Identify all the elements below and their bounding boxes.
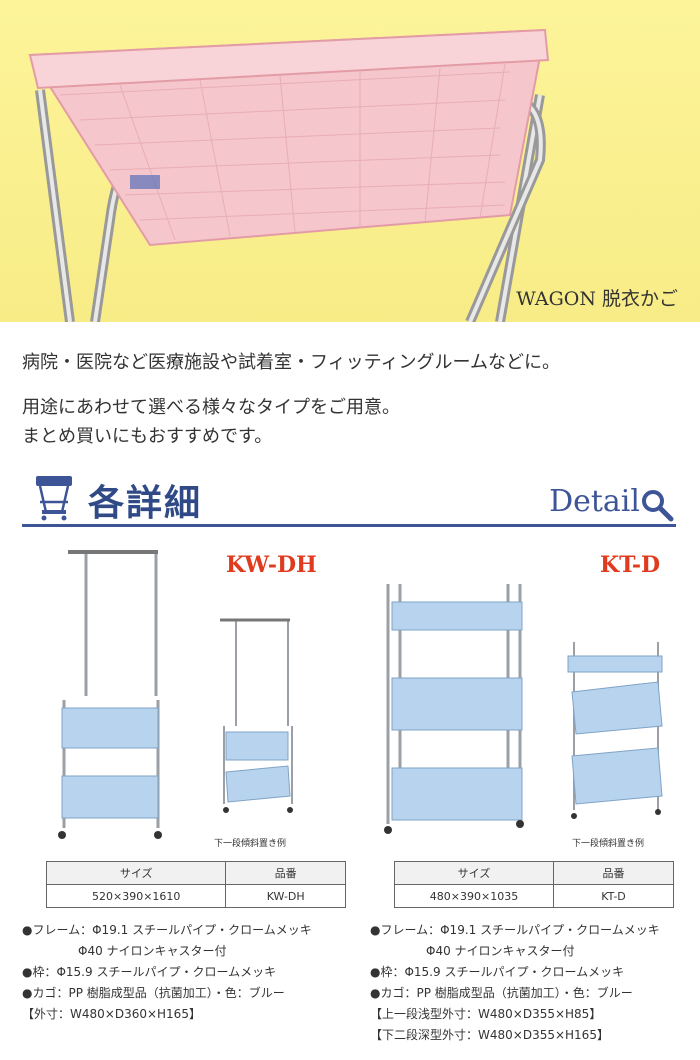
feature-list: ●フレーム：Φ19.1 スチールパイプ・クロームメッキ Φ40 ナイロンキャスタ… xyxy=(22,920,312,1025)
feature-item: 【下二段深型外寸：W480×D355×H165】 xyxy=(370,1028,609,1042)
table-header-size: サイズ xyxy=(45,861,227,885)
intro-text: 病院・医院など医療施設や試着室・フィッティングルームなどに。 用途にあわせて選べ… xyxy=(22,348,560,463)
photo-note: 下一段傾斜置き例 xyxy=(214,839,287,849)
section-divider xyxy=(22,524,676,527)
section-title: 各詳細 xyxy=(88,483,203,524)
feature-item: ●カゴ：PP 樹脂成型品（抗菌加工）・色：ブルー xyxy=(370,986,633,1000)
feature-list: ●フレーム：Φ19.1 スチールパイプ・クロームメッキ Φ40 ナイロンキャスタ… xyxy=(370,920,660,1046)
kt-d-product-photo xyxy=(384,584,663,834)
kw-dh-product-photo xyxy=(58,550,293,839)
intro-line: 病院・医院など医療施設や試着室・フィッティングルームなどに。 xyxy=(22,352,561,373)
magnifier-icon xyxy=(642,490,674,522)
table-header-size: サイズ xyxy=(393,861,555,885)
intro-line: 用途にあわせて選べる様々なタイプをご用意。 xyxy=(22,397,400,418)
model-label: KT-D xyxy=(600,552,661,578)
feature-item: ●カゴ：PP 樹脂成型品（抗菌加工）・色：ブルー xyxy=(22,986,285,1000)
feature-item: Φ40 ナイロンキャスター付 xyxy=(78,944,227,958)
table-header-model: 品番 xyxy=(225,861,346,885)
section-title-en: Detail xyxy=(549,484,640,519)
feature-item: Φ40 ナイロンキャスター付 xyxy=(426,944,575,958)
table-header-row: サイズ 品番 xyxy=(45,861,346,885)
table-row: 520×390×1610 KW-DH xyxy=(45,884,346,908)
table-row: 480×390×1035 KT-D xyxy=(393,884,674,908)
feature-item: ●枠：Φ15.9 スチールパイプ・クロームメッキ xyxy=(370,965,625,979)
spec-table: サイズ 品番 520×390×1610 KW-DH xyxy=(45,861,346,908)
feature-item: ●フレーム：Φ19.1 スチールパイプ・クロームメッキ xyxy=(370,923,660,937)
intro-line: まとめ買いにもおすすめです。 xyxy=(22,426,273,447)
table-cell-model: KW-DH xyxy=(225,884,346,908)
section-header: 各詳細 Detail xyxy=(22,470,676,530)
spec-table: サイズ 品番 480×390×1035 KT-D xyxy=(393,861,674,908)
photo-note: 下一段傾斜置き例 xyxy=(572,839,645,849)
table-header-row: サイズ 品番 xyxy=(393,861,674,885)
table-header-model: 品番 xyxy=(553,861,674,885)
feature-item: 【外寸：W480×D360×H165】 xyxy=(22,1007,201,1021)
model-label: KW-DH xyxy=(226,552,317,578)
hero-caption: WAGON 脱衣かご xyxy=(516,288,678,310)
feature-item: 【上一段浅型外寸：W480×D355×H85】 xyxy=(370,1007,602,1021)
hero-banner: WAGON 脱衣かご xyxy=(0,0,700,322)
feature-item: ●フレーム：Φ19.1 スチールパイプ・クロームメッキ xyxy=(22,923,312,937)
table-cell-model: KT-D xyxy=(553,884,674,908)
wagon-icon xyxy=(36,476,72,521)
pink-basket-wagon-illustration xyxy=(28,28,550,322)
table-cell-size: 520×390×1610 xyxy=(45,884,227,908)
feature-item: ●枠：Φ15.9 スチールパイプ・クロームメッキ xyxy=(22,965,277,979)
table-cell-size: 480×390×1035 xyxy=(393,884,555,908)
